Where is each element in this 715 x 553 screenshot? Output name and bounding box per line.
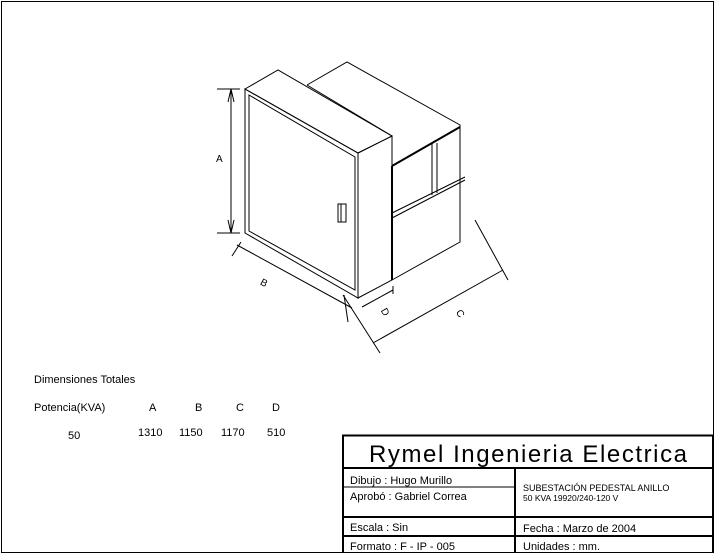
dimension-b-tick [343,294,349,323]
title-block: Rymel Ingenieria Electrica Dibujo : Hugo… [342,434,714,553]
description-line2: 50 KVA 19920/240-120 V [523,493,619,503]
header-c: C [236,402,244,414]
dimensions-table: Dimensiones Totales Potencia(KVA) A B C … [34,374,285,442]
fecha-field: Fecha : Marzo de 2004 [523,523,636,535]
unidades-field: Unidades : mm. [523,541,600,553]
dimension-c-line [372,269,504,344]
cell-c: 1170 [221,427,245,439]
dimension-b-line [236,244,353,309]
rear-enclosure-outline [306,61,461,281]
dimension-b-tick [231,241,242,257]
dimension-c-label: C [453,308,466,320]
dimension-c-extension [474,219,509,281]
door-handle [337,203,347,223]
header-a: A [149,402,157,414]
title-block-border [342,434,714,553]
formato-field: Formato : F - IP - 005 [350,541,455,553]
arrow-icon [227,88,235,103]
dimension-b-label: B [258,277,269,290]
company-name: Rymel Ingenieria Electrica [369,441,688,468]
cell-potencia: 50 [68,430,80,442]
substation-isometric-drawing [243,61,466,299]
dimension-a-label: A [216,154,223,165]
header-d: D [272,402,280,414]
front-box-side [357,135,393,299]
header-b: B [195,402,202,414]
header-potencia: Potencia(KVA) [34,402,105,414]
aprobo-field: Aprobó : Gabriel Correa [350,491,468,503]
cell-d: 510 [267,427,285,439]
rear-enclosure-top-edge [391,126,461,167]
dimension-d-line [361,289,394,308]
arrow-icon [227,219,235,234]
dimension-d-label: D [378,307,391,319]
cell-a: 1310 [138,427,162,439]
dibujo-field: Dibujo : Hugo Murillo [350,475,452,487]
dimension-lines: A B D C [216,88,509,354]
front-box-top [243,69,394,154]
shelf-edge [391,176,466,214]
dimension-c-extension [342,294,381,354]
cell-b: 1150 [179,427,203,439]
shelf-edge-lower [391,179,466,219]
escala-field: Escala : Sin [350,522,408,534]
dimensions-table-title: Dimensiones Totales [34,374,136,386]
front-door [244,88,359,299]
front-door-frame [248,94,356,291]
description-line1: SUBESTACIÓN PEDESTAL ANILLO [523,483,669,493]
